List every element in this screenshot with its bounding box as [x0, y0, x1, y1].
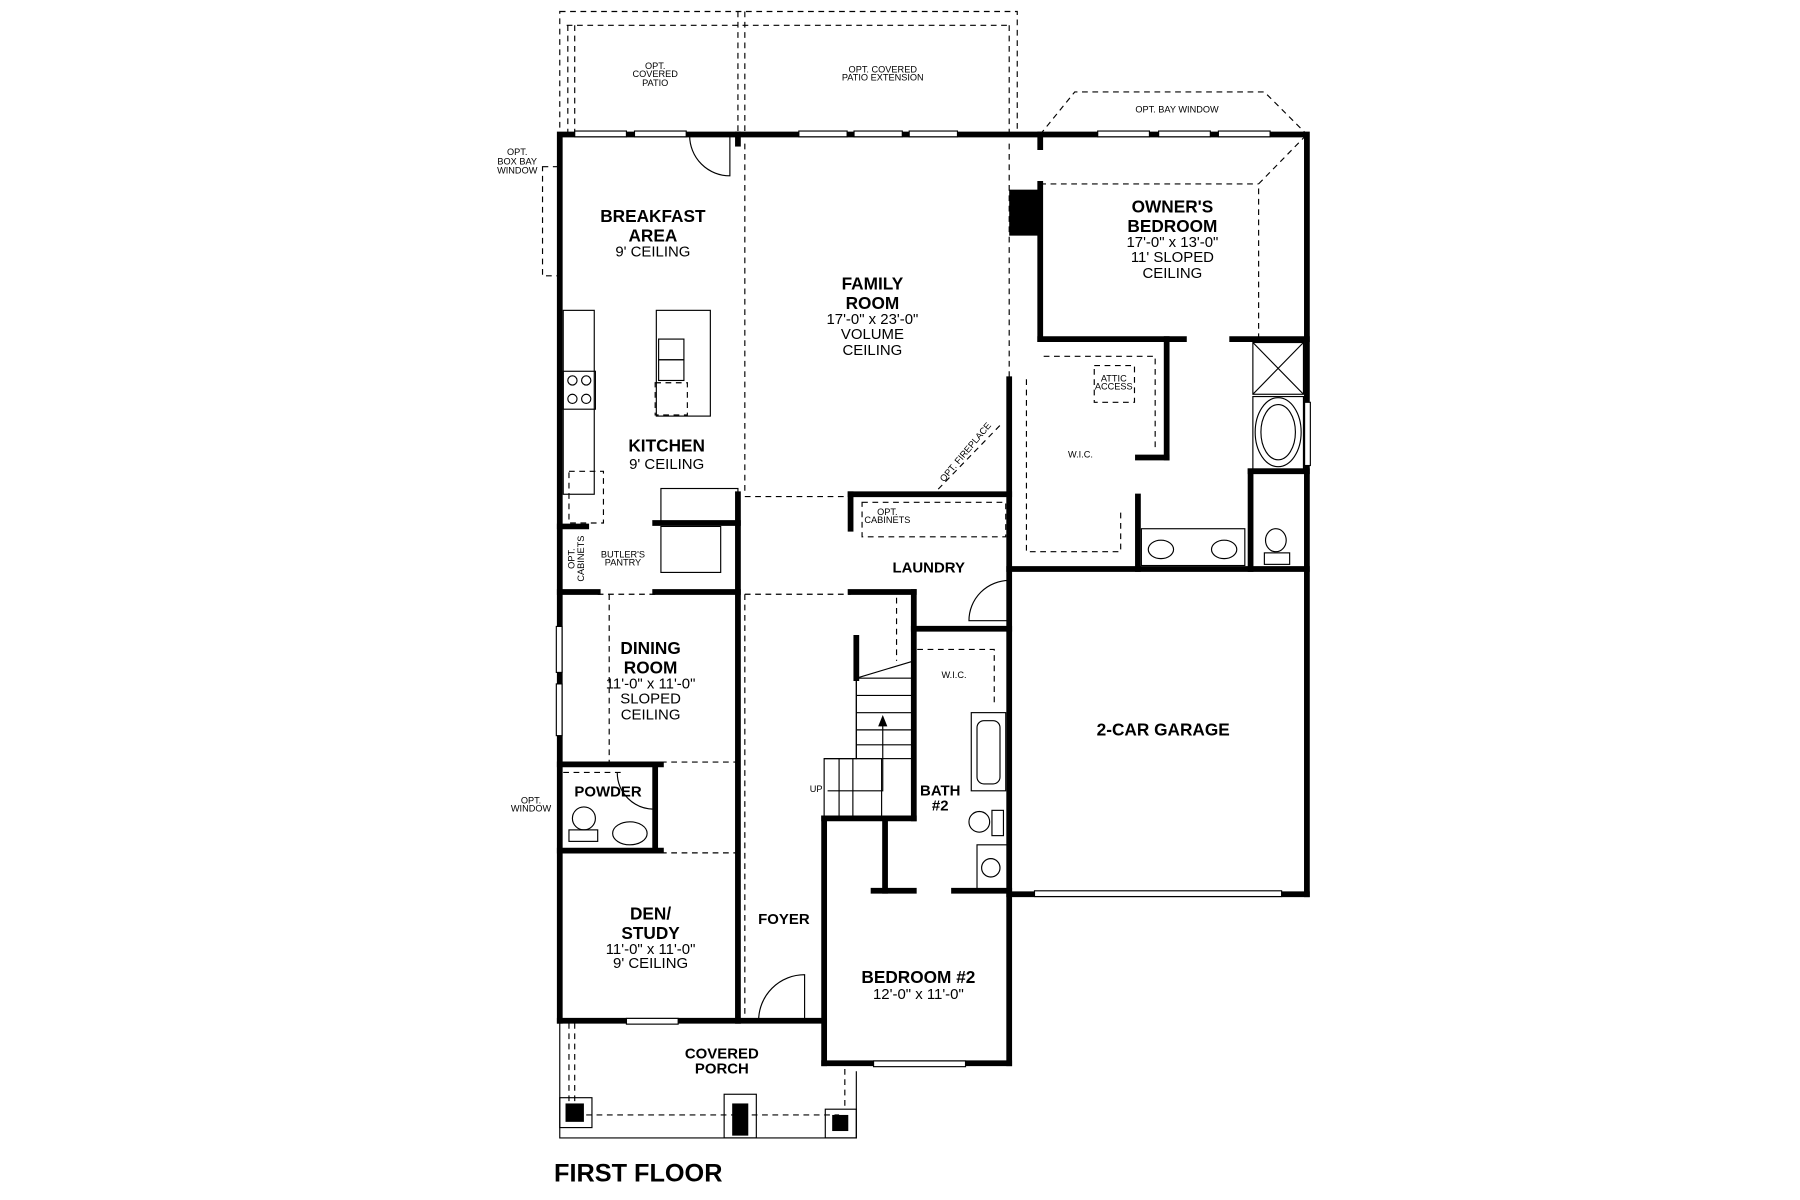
breakfast-label: BREAKFAST: [600, 206, 706, 226]
bedroom2-size: 12'-0" x 11'-0": [873, 986, 964, 1003]
walls: [556, 131, 1310, 1067]
den-label: DEN/: [630, 904, 671, 924]
doors: [616, 135, 1010, 1021]
den-ceiling: 9' CEILING: [613, 955, 688, 972]
bath2-wic-label: W.I.C.: [942, 670, 967, 680]
bath2-label: BATH: [920, 782, 960, 799]
opt-box-bay-outline: [541, 166, 561, 277]
opt-window-note-2: WINDOW: [511, 803, 552, 813]
owners-bedroom-label: OWNER'S: [1132, 197, 1214, 217]
owners-bedroom-size: 17'-0" x 13'-0": [1126, 234, 1218, 251]
pantry-cabinets-note-2: CABINETS: [576, 536, 586, 582]
owners-bath-fixtures: [1025, 341, 1305, 567]
porch-outline: [559, 1020, 857, 1139]
dining-room-size: 11'-0" x 11'-0": [606, 676, 696, 693]
butlers-pantry-note: BUTLER'S: [601, 549, 645, 559]
bath2-fixtures: [559, 648, 1010, 892]
patio-note: OPT.: [645, 61, 665, 71]
box-bay-note-2: BOX BAY: [497, 156, 537, 166]
kitchen-ceiling: 9' CEILING: [629, 456, 704, 473]
porch-label-2: PORCH: [695, 1061, 749, 1078]
pantry-cabinets-note: OPT.: [567, 548, 577, 568]
box-bay-note-3: WINDOW: [497, 166, 538, 176]
laundry-label: LAUNDRY: [892, 559, 965, 576]
patio-note-2: COVERED: [632, 69, 678, 79]
fireplace-chase: [1009, 189, 1041, 236]
family-room-label: FAMILY: [842, 274, 904, 294]
stairs-up-label: UP: [810, 784, 823, 794]
owners-bedroom-ceiling: 11' SLOPED: [1131, 249, 1214, 266]
laundry-cabinets-note-2: CABINETS: [864, 515, 910, 525]
family-room-ceiling: VOLUME: [841, 326, 904, 343]
den-label-2: STUDY: [621, 923, 680, 943]
butlers-pantry-note-2: PANTRY: [605, 558, 641, 568]
powder-label: POWDER: [574, 784, 641, 801]
dining-room-label-2: ROOM: [624, 658, 678, 678]
porch-label: COVERED: [685, 1046, 759, 1063]
opt-window-note: OPT.: [521, 795, 541, 805]
den-size: 11'-0" x 11'-0": [606, 941, 696, 958]
opt-bay-window-outline: [1039, 91, 1308, 135]
foyer-label: FOYER: [758, 911, 810, 928]
bedroom2-label: BEDROOM #2: [861, 967, 975, 987]
patio-ext-note: OPT. COVERED: [849, 64, 918, 74]
laundry-cabinets-note: OPT.: [877, 507, 897, 517]
patio-note-3: PATIO: [642, 78, 668, 88]
dining-room-label: DINING: [620, 638, 680, 658]
patio-ext-note-2: PATIO EXTENSION: [842, 72, 924, 82]
owners-bedroom-ceiling-2: CEILING: [1143, 265, 1203, 282]
windows: [555, 130, 1311, 1068]
attic-access-note-2: ACCESS: [1095, 382, 1133, 392]
breakfast-label-2: AREA: [628, 225, 677, 245]
bath2-label-2: #2: [932, 797, 949, 814]
garage-label: 2-CAR GARAGE: [1097, 720, 1230, 740]
family-room-ceiling-2: CEILING: [843, 342, 903, 359]
bay-window-note: OPT. BAY WINDOW: [1135, 105, 1219, 115]
openings: [597, 134, 1308, 1021]
family-room-label-2: ROOM: [846, 293, 900, 313]
attic-access-note: ATTIC: [1101, 374, 1127, 384]
staircase: [823, 597, 915, 819]
dining-room-ceiling: SLOPED: [620, 690, 681, 707]
opt-covered-patio-outline: [559, 10, 1018, 136]
kitchen-fixtures: [562, 309, 1007, 573]
family-room-size: 17'-0" x 23'-0": [826, 311, 918, 328]
dining-room-ceiling-2: CEILING: [621, 707, 681, 724]
owners-wic-label: W.I.C.: [1068, 449, 1093, 459]
breakfast-ceiling: 9' CEILING: [615, 243, 690, 260]
fireplace-note: OPT. FIREPLACE: [938, 421, 993, 484]
owners-bedroom-label-2: BEDROOM: [1127, 216, 1217, 236]
floor-title: FIRST FLOOR: [554, 1160, 722, 1188]
kitchen-label: KITCHEN: [628, 436, 705, 456]
box-bay-note: OPT.: [507, 147, 527, 157]
